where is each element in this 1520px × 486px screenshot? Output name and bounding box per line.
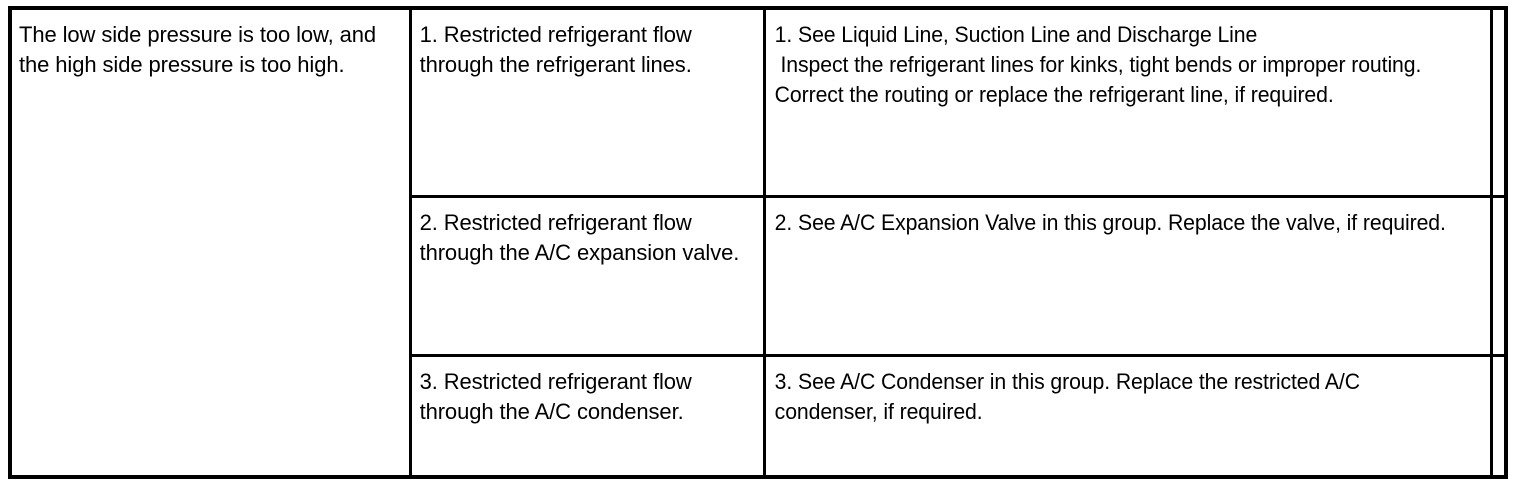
spare-cell-2	[1491, 195, 1506, 356]
cause-text-3: 3. Restricted refrigerant flow through t…	[419, 368, 698, 424]
table-row: 2. Restricted refrigerant flow through t…	[10, 195, 1506, 356]
spare-cell-3	[1491, 353, 1506, 477]
table-row: The low side pressure is too low, and th…	[10, 8, 1506, 477]
cause-cell-3: 3. Restricted refrigerant flow through t…	[410, 353, 766, 477]
cause-text-2: 2. Restricted refrigerant flow through t…	[419, 210, 740, 266]
symptom-cell: The low side pressure is too low, and th…	[10, 8, 412, 477]
cause-cell-2: 2. Restricted refrigerant flow through t…	[410, 195, 766, 356]
cause-cell-1: 1. Restricted refrigerant flow through t…	[410, 8, 766, 197]
action-text-2: 2. See A/C Expansion Valve in this group…	[774, 210, 1446, 236]
action-text-3: 3. See A/C Condenser in this group. Repl…	[774, 368, 1366, 424]
table-row: 3. Restricted refrigerant flow through t…	[10, 353, 1506, 477]
action-cell-2: 2. See A/C Expansion Valve in this group…	[764, 195, 1494, 356]
action-cell-3: 3. See A/C Condenser in this group. Repl…	[764, 353, 1494, 477]
action-cell-1: 1. See Liquid Line, Suction Line and Dis…	[764, 8, 1494, 197]
spare-cell-1	[1491, 8, 1506, 197]
diagnostic-table: The low side pressure is too low, and th…	[8, 6, 1508, 479]
cause-text-1: 1. Restricted refrigerant flow through t…	[419, 22, 698, 77]
action-text-1: 1. See Liquid Line, Suction Line and Dis…	[774, 22, 1421, 107]
symptom-text: The low side pressure is too low, and th…	[19, 22, 383, 77]
